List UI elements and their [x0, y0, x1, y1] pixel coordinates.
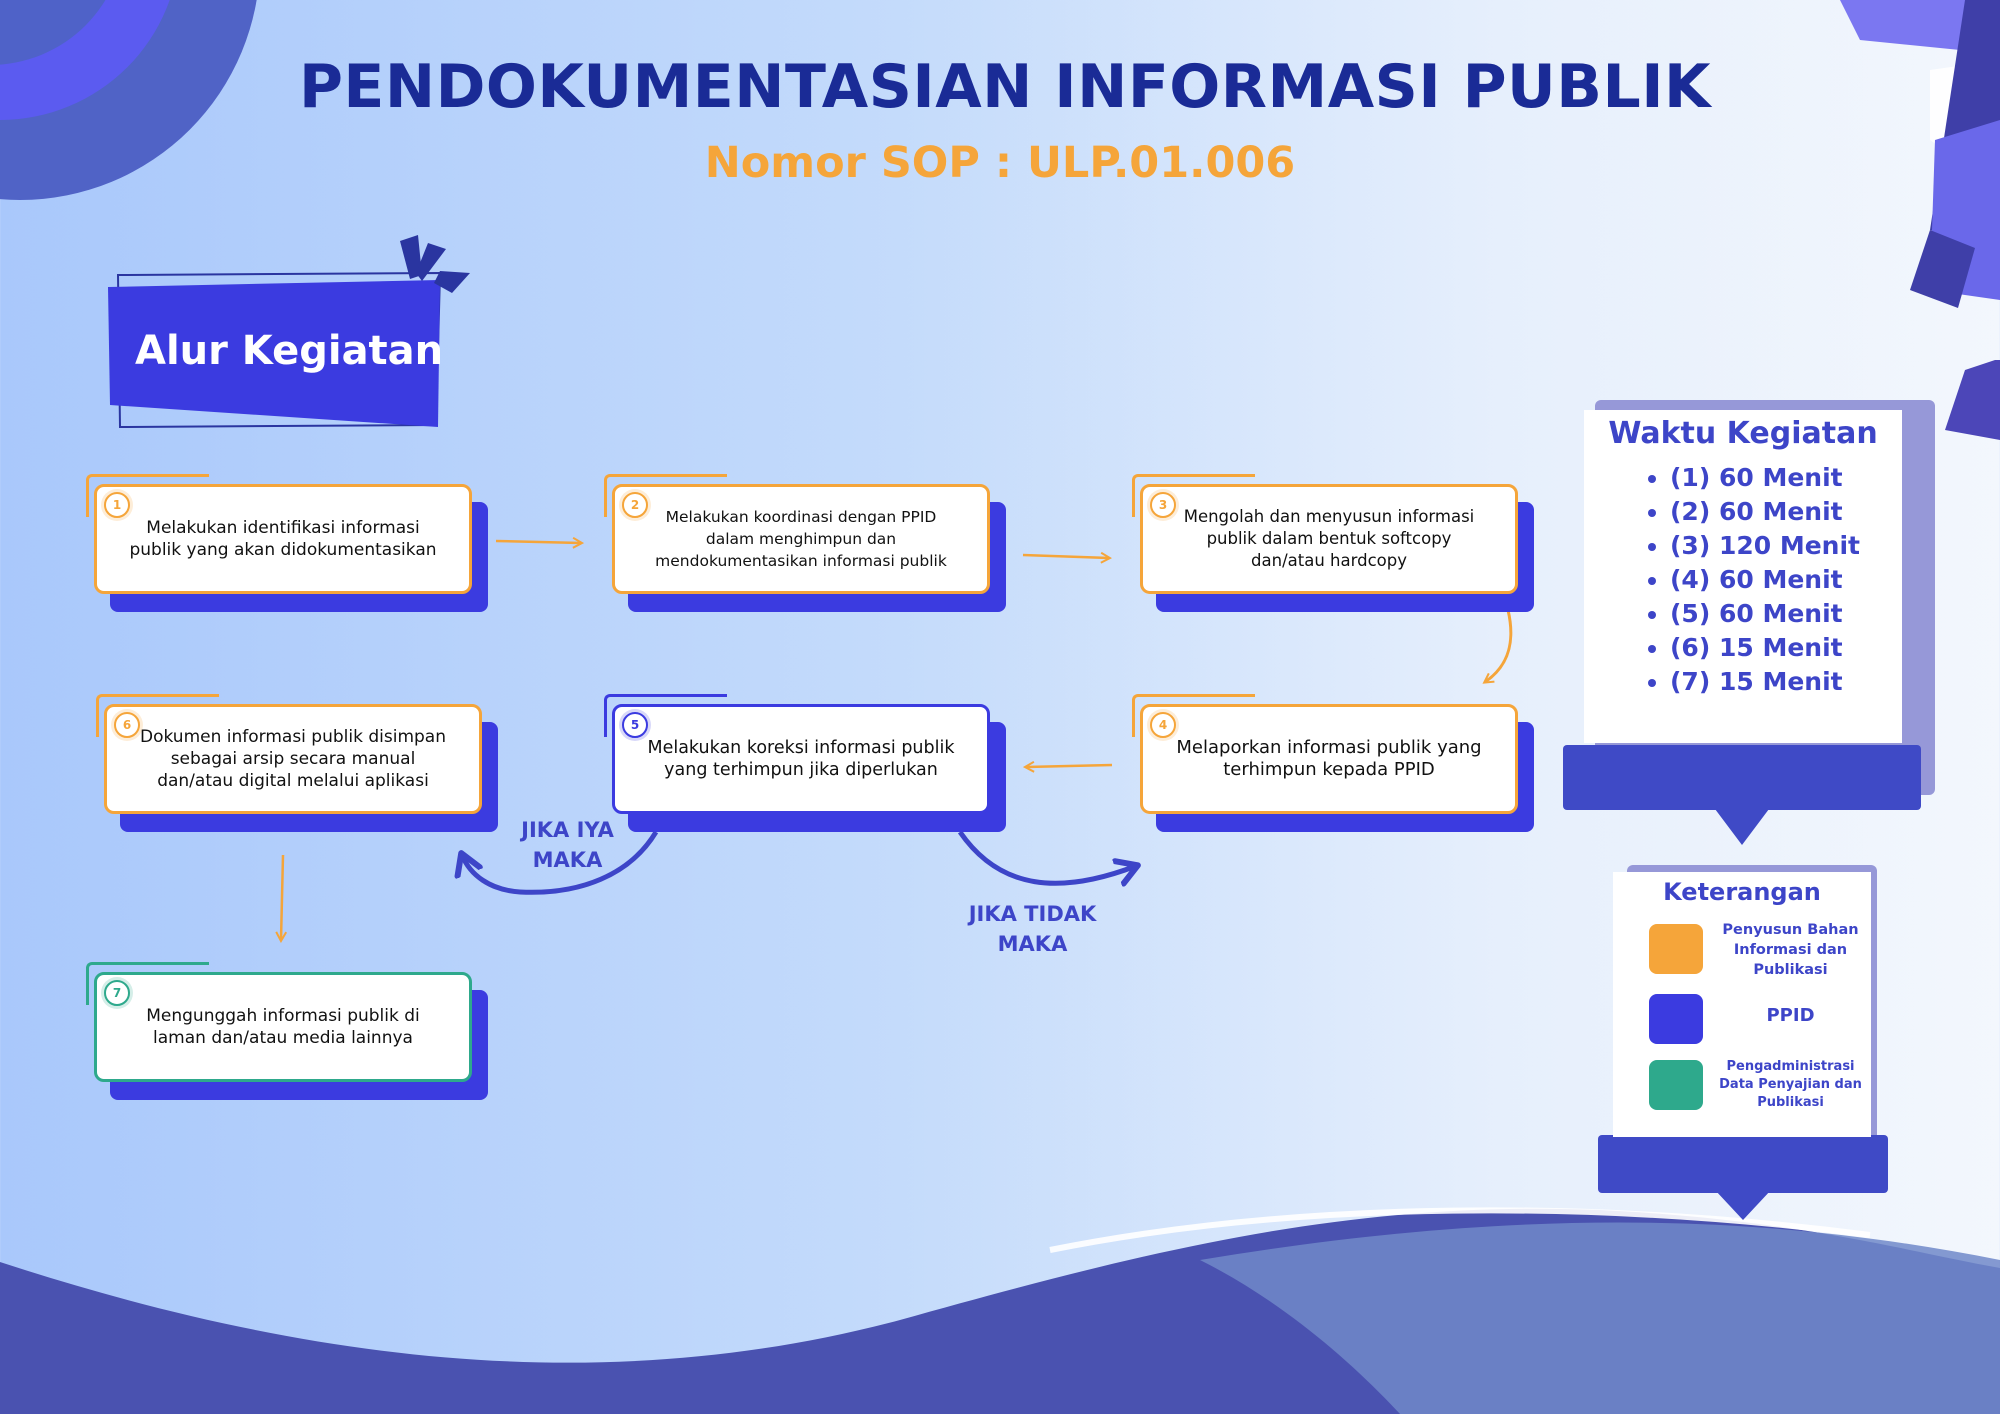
time-item: (7) 15 Menit	[1670, 665, 1902, 699]
step-1-badge: 1	[104, 492, 130, 518]
legend-panel-base	[1598, 1135, 1888, 1193]
legend-title: Keterangan	[1663, 878, 1821, 906]
time-item: (2) 60 Menit	[1670, 495, 1902, 529]
legend-item-orange: Penyusun Bahan Informasi dan Publikasi	[1713, 920, 1868, 980]
step-3-bracket	[1132, 474, 1255, 517]
step-4-bracket	[1132, 694, 1255, 737]
sop-number: Nomor SOP : ULP.01.006	[704, 138, 1296, 188]
arrow-no	[957, 830, 1136, 883]
legend-label: PPID	[1766, 1005, 1815, 1026]
condition-yes-line1: JIKA IYA	[521, 818, 614, 842]
time-item: (5) 60 Menit	[1670, 597, 1902, 631]
condition-yes: JIKA IYA MAKA	[505, 815, 630, 875]
step-6-bracket	[96, 694, 219, 737]
corner-square	[1910, 230, 1975, 308]
condition-no-line1: JIKA TIDAK	[968, 902, 1097, 926]
step-7-badge: 7	[104, 980, 130, 1006]
step-3-card: Mengolah dan menyusun informasi publik d…	[1140, 484, 1518, 594]
arrow-4-5	[1026, 765, 1113, 767]
legend-panel: Keterangan Penyusun Bahan Informasi dan …	[1613, 872, 1871, 1137]
step-4-card: Melaporkan informasi publik yang terhimp…	[1140, 704, 1518, 814]
step-1-bracket	[86, 474, 209, 517]
step-4-text: Melaporkan informasi publik yang terhimp…	[1176, 737, 1482, 780]
step-2-bracket	[604, 474, 727, 517]
condition-no-line2: MAKA	[997, 932, 1068, 956]
time-item: (6) 15 Menit	[1670, 631, 1902, 665]
spark-icon	[400, 235, 422, 279]
step-6-card: Dokumen informasi publik disimpan sebaga…	[104, 704, 482, 814]
legend-item-blue: PPID	[1713, 1006, 1868, 1026]
arrow-6-7	[281, 854, 283, 940]
section-label: Alur Kegiatan	[135, 328, 444, 374]
step-7-card: Mengunggah informasi publik di laman dan…	[94, 972, 472, 1082]
arrow-1-2	[495, 541, 581, 543]
legend-swatch-green	[1649, 1060, 1703, 1110]
legend-label: Data Penyajian dan	[1719, 1077, 1862, 1092]
corner-circle-core	[0, 0, 106, 65]
time-panel: Waktu Kegiatan (1) 60 Menit (2) 60 Menit…	[1584, 410, 1902, 743]
legend-swatch-blue	[1649, 994, 1703, 1044]
step-5-text: Melakukan koreksi informasi publik yang …	[647, 738, 955, 780]
legend-label: Publikasi	[1753, 962, 1828, 978]
section-label-shape	[108, 235, 470, 429]
step-4-badge: 4	[1150, 712, 1176, 738]
legend-label: Informasi dan	[1733, 942, 1848, 958]
step-2-text: Melakukan koordinasi dengan PPID dalam m…	[655, 508, 947, 570]
time-item: (1) 60 Menit	[1670, 461, 1902, 495]
page-title: PENDOKUMENTASIAN INFORMASI PUBLIK	[298, 52, 1712, 122]
legend-label: Publikasi	[1757, 1095, 1824, 1110]
bottom-wave-light	[1200, 1222, 2000, 1414]
step-2-card: Melakukan koordinasi dengan PPID dalam m…	[612, 484, 990, 594]
time-list: (1) 60 Menit (2) 60 Menit (3) 120 Menit …	[1640, 461, 1902, 699]
arrow-3-4	[1485, 609, 1513, 682]
legend-label: Pengadministrasi	[1726, 1059, 1855, 1074]
step-1-card: Melakukan identifikasi informasi publik …	[94, 484, 472, 594]
time-panel-base	[1563, 745, 1921, 810]
condition-no: JIKA TIDAK MAKA	[955, 899, 1110, 959]
time-item: (3) 120 Menit	[1670, 529, 1902, 563]
legend-item-green: Pengadministrasi Data Penyajian dan Publ…	[1713, 1058, 1868, 1112]
arrow-yes	[462, 830, 659, 895]
step-6-text: Dokumen informasi publik disimpan sebaga…	[139, 727, 446, 791]
step-7-text: Mengunggah informasi publik di laman dan…	[146, 1006, 420, 1048]
step-2-badge: 2	[622, 492, 648, 518]
legend-panel-pointer	[1715, 1190, 1771, 1220]
legend-swatch-orange	[1649, 924, 1703, 974]
time-item: (4) 60 Menit	[1670, 563, 1902, 597]
time-panel-pointer	[1712, 805, 1772, 845]
time-panel-title: Waktu Kegiatan	[1608, 416, 1878, 451]
step-5-bracket	[604, 694, 727, 737]
condition-yes-line2: MAKA	[532, 848, 603, 872]
step-5-card: Melakukan koreksi informasi publik yang …	[612, 704, 990, 814]
step-3-badge: 3	[1150, 492, 1176, 518]
step-3-text: Mengolah dan menyusun informasi publik d…	[1183, 507, 1475, 570]
arrow-2-3	[1022, 555, 1109, 558]
step-6-badge: 6	[114, 712, 140, 738]
legend-label: Penyusun Bahan	[1722, 922, 1859, 938]
step-7-bracket	[86, 962, 209, 1005]
step-1-text: Melakukan identifikasi informasi publik …	[129, 518, 437, 560]
step-5-badge: 5	[622, 712, 648, 738]
